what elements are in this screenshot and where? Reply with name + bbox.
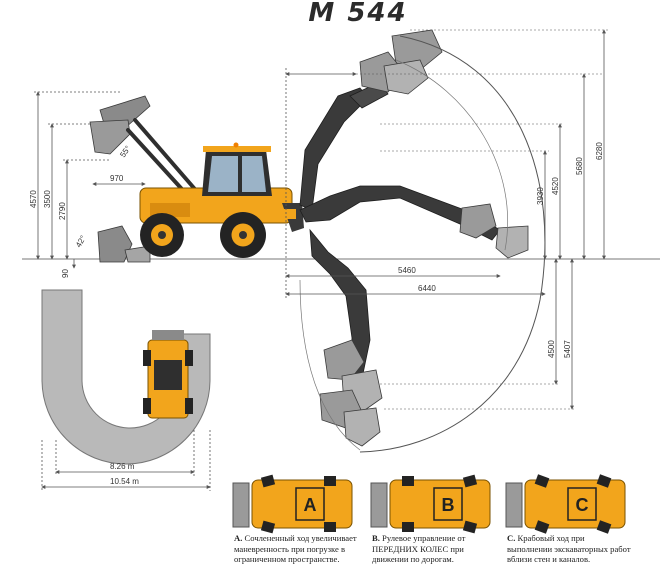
caption-b-text: Рулевое управление от ПЕРЕДНИХ КОЛЕС при… <box>372 533 466 564</box>
steering-mode-c: C <box>505 474 626 534</box>
left-dimension-lines <box>34 91 146 269</box>
inner-envelope-arc <box>395 59 509 251</box>
dim-4570: 4570 <box>29 190 38 208</box>
backhoe-buckets <box>319 29 529 447</box>
steering-mode-b: B <box>370 474 491 534</box>
mode-a-letter: A <box>304 495 317 515</box>
caption-a-key: A. <box>234 533 243 543</box>
loader-bucket-positions <box>89 95 151 263</box>
caption-c-key: C. <box>507 533 516 543</box>
mode-b-letter: B <box>442 495 455 515</box>
mode-c-letter: C <box>576 495 589 515</box>
dim-6280: 6280 <box>595 142 604 160</box>
caption-mode-b: B. Рулевое управление от ПЕРЕДНИХ КОЛЕС … <box>372 533 496 565</box>
dim-5460: 5460 <box>398 266 416 275</box>
angle-42: 42° <box>74 234 88 249</box>
dim-4500: 4500 <box>547 340 556 358</box>
model-title: M 544 <box>308 0 408 28</box>
dim-90: 90 <box>61 269 70 278</box>
caption-a-text: Сочлененный ход увеличивает маневренност… <box>234 533 357 564</box>
caption-mode-a: A. Сочлененный ход увеличивает маневренн… <box>234 533 358 565</box>
loader-arms <box>126 118 202 200</box>
turning-dimension-lines <box>41 430 211 491</box>
turning-radius-diagram <box>41 289 211 465</box>
dim-2790: 2790 <box>58 202 67 220</box>
backhoe-loader <box>139 142 304 258</box>
angle-55: 55° <box>118 144 132 159</box>
dim-3930: 3930 <box>536 187 545 205</box>
dig-envelope-arc <box>299 279 361 451</box>
dim-6440: 6440 <box>418 284 436 293</box>
caption-c-text: Крабовый ход при выполнении экскаваторны… <box>507 533 631 564</box>
reach-envelope-arc <box>359 35 546 453</box>
caption-b-key: B. <box>372 533 380 543</box>
turning-inner: 8.26 m <box>110 462 135 471</box>
right-dimension-lines <box>285 29 608 410</box>
dim-970: 970 <box>110 174 124 183</box>
steering-mode-a: A <box>232 474 353 534</box>
dim-3500: 3500 <box>43 190 52 208</box>
caption-mode-c: C. Крабовый ход при выполнении экскавато… <box>507 533 631 565</box>
dim-5680: 5680 <box>575 157 584 175</box>
turning-outer: 10.54 m <box>110 477 139 486</box>
dim-5407: 5407 <box>563 340 572 358</box>
dim-4520: 4520 <box>551 177 560 195</box>
